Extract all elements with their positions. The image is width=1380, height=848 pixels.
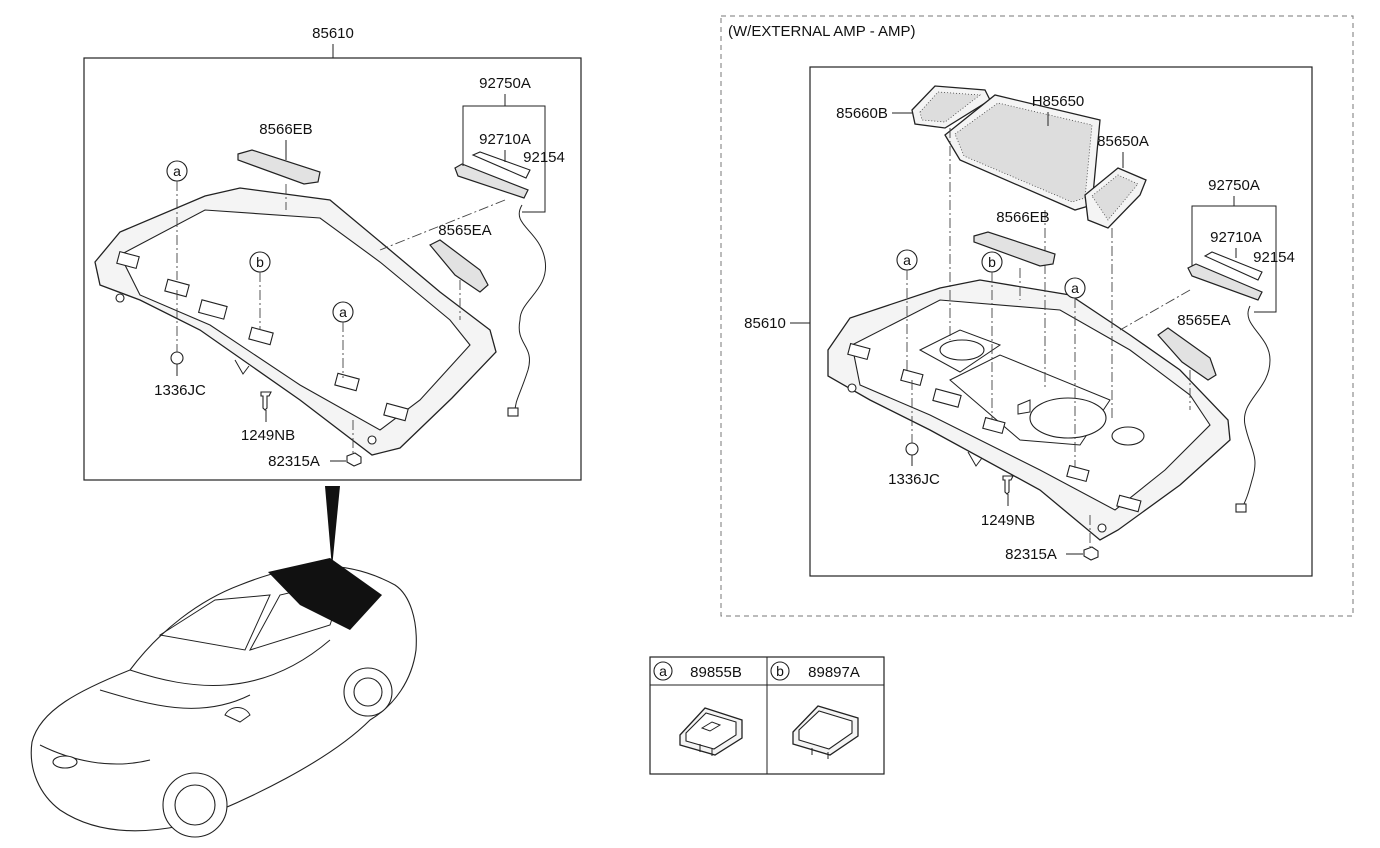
svg-text:a: a [173, 163, 181, 179]
label-82315a-left: 82315A [268, 453, 320, 470]
cap-89897a-illustration [792, 705, 859, 759]
right-package-tray [827, 279, 1231, 541]
right-panel-frame [809, 66, 1313, 577]
legend-table: a 89855B b 89897A [649, 656, 885, 775]
left-part-1249nb [260, 391, 272, 411]
label-1336jc-right: 1336JC [888, 471, 940, 488]
callout-b-1: b [249, 251, 271, 330]
label-1249nb-left: 1249NB [241, 427, 295, 444]
right-part-92710a [1187, 263, 1263, 301]
label-85660b: 85660B [836, 105, 888, 122]
right-part-h85650 [944, 94, 1101, 211]
label-82315a-right: 82315A [1005, 546, 1057, 563]
svg-text:b: b [776, 663, 784, 679]
legend-code-b: 89897A [808, 664, 860, 681]
left-part-82315a [346, 452, 362, 467]
option-dashed-frame [720, 15, 1354, 617]
left-part-8566eb [237, 149, 321, 185]
label-85650a: 85650A [1097, 133, 1149, 150]
location-pointer [325, 486, 340, 568]
label-8566eb-right: 8566EB [996, 209, 1049, 226]
left-assembly-title: 85610 [312, 25, 354, 42]
legend-item-b: b 89897A [770, 661, 860, 759]
right-part-8566eb [973, 231, 1056, 267]
label-92710a-right: 92710A [1210, 229, 1262, 246]
label-92750a-right: 92750A [1208, 177, 1260, 194]
right-assembly-panel: (W/EXTERNAL AMP - AMP) 85610 85660B H856… [720, 15, 1354, 617]
left-part-92710a [454, 163, 529, 199]
right-part-85660b [911, 85, 991, 129]
label-92154-right: 92154 [1253, 249, 1295, 266]
label-85610-right: 85610 [744, 315, 786, 332]
svg-text:a: a [339, 304, 347, 320]
label-8565ea-right: 8565EA [1177, 312, 1230, 329]
callout-a-3: a [896, 249, 918, 372]
label-92154-left: 92154 [523, 149, 565, 166]
label-h85650: H85650 [1032, 93, 1085, 110]
legend-item-a: a 89855B [653, 661, 743, 756]
right-part-1336jc [905, 442, 919, 456]
callout-a-1: a [166, 160, 188, 280]
right-part-8565ea [1157, 327, 1217, 381]
right-part-82315a [1083, 546, 1099, 561]
svg-text:b: b [256, 254, 264, 270]
label-92710a-left: 92710A [479, 131, 531, 148]
left-part-8565ea [429, 239, 489, 293]
left-part-1336jc [170, 351, 184, 365]
callout-b-2: b [981, 251, 1003, 420]
left-panel-frame [83, 57, 582, 481]
left-package-tray [94, 187, 497, 456]
right-wire-harness [1241, 305, 1271, 509]
label-8566eb-left: 8566EB [259, 121, 312, 138]
svg-text:a: a [903, 252, 911, 268]
callout-a-2: a [332, 301, 354, 378]
option-caption: (W/EXTERNAL AMP - AMP) [728, 23, 916, 40]
label-1336jc-left: 1336JC [154, 382, 206, 399]
label-92750a-left: 92750A [479, 75, 531, 92]
legend-code-a: 89855B [690, 664, 742, 681]
callout-a-4: a [1064, 277, 1086, 468]
svg-text:a: a [659, 663, 667, 679]
left-assembly-panel: 85610 8566EB 8565EA 92750A [83, 25, 582, 481]
right-part-85650a [1084, 167, 1147, 229]
left-wire-harness [514, 204, 547, 413]
svg-text:b: b [988, 254, 996, 270]
label-1249nb-right: 1249NB [981, 512, 1035, 529]
label-8565ea-left: 8565EA [438, 222, 491, 239]
svg-text:a: a [1071, 280, 1079, 296]
cap-89855b-illustration [679, 707, 743, 756]
vehicle-illustration [30, 558, 417, 838]
right-part-1249nb [1002, 475, 1014, 495]
